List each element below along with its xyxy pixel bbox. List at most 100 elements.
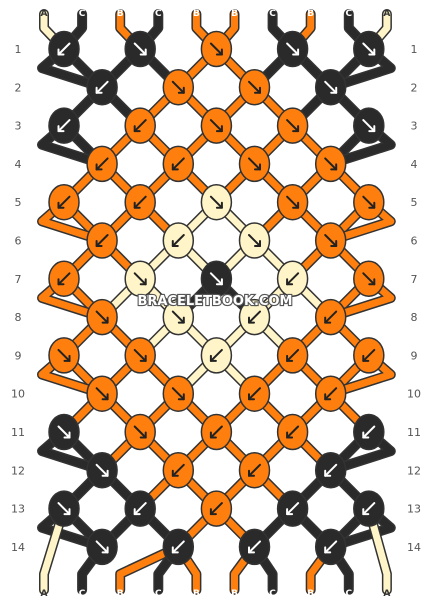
knot	[238, 69, 271, 106]
knot	[276, 490, 309, 527]
bottom-strand-label: B	[193, 589, 200, 599]
knot	[314, 222, 347, 259]
knot-arrowhead-icon	[57, 201, 65, 209]
knot-arrowhead-icon	[177, 393, 185, 401]
knot	[48, 413, 80, 451]
knot-arrow-icon	[133, 425, 147, 439]
knot	[48, 30, 80, 68]
knot-arrowhead-icon	[95, 240, 103, 247]
knot-arrow-icon	[95, 387, 109, 401]
knot	[124, 490, 156, 527]
knot	[314, 375, 347, 412]
knot	[86, 69, 118, 106]
knot-arrowhead-icon	[368, 278, 376, 286]
knot	[276, 260, 309, 298]
knot	[238, 528, 271, 566]
knot-arrow-icon	[324, 234, 338, 247]
knot-arrowhead-icon	[254, 240, 261, 247]
knot-arrow-icon	[286, 195, 300, 209]
knot-arrowhead-icon	[248, 546, 255, 554]
knot	[162, 452, 195, 489]
row-number-left: 11	[11, 426, 25, 439]
row-number-right: 4	[411, 158, 418, 171]
knot	[162, 69, 195, 106]
bottom-strand-label: B	[231, 589, 238, 599]
knot	[314, 298, 347, 336]
knot	[124, 337, 156, 374]
knot-arrowhead-icon	[57, 278, 65, 286]
knot	[200, 490, 233, 527]
knot	[124, 30, 156, 68]
top-strand-label: B	[307, 9, 314, 19]
knot	[162, 528, 195, 566]
knot-arrow-icon	[248, 80, 261, 94]
row-number-left: 2	[15, 81, 22, 94]
row-number-right: 1	[411, 43, 418, 56]
knot	[124, 183, 156, 221]
knot-arrowhead-icon	[292, 201, 300, 209]
top-strand-label: C	[79, 9, 86, 19]
bottom-strand	[40, 505, 68, 594]
knot	[200, 337, 233, 374]
row-number-left: 4	[15, 158, 22, 171]
knot-arrowhead-icon	[324, 469, 332, 477]
knot-arrow-icon	[248, 234, 261, 247]
knot	[200, 107, 233, 144]
knot-arrow-icon	[248, 310, 261, 324]
knot-arrowhead-icon	[139, 354, 147, 362]
knot-arrow-icon	[286, 272, 300, 286]
knot-arrow-icon	[362, 348, 376, 362]
bottom-strand-label: A	[41, 589, 48, 599]
knot-arrow-icon	[286, 119, 300, 133]
knot-arrow-icon	[171, 463, 185, 477]
knot-arrowhead-icon	[362, 431, 370, 439]
knot-arrow-icon	[209, 425, 223, 439]
knot-arrowhead-icon	[101, 316, 109, 324]
knot-arrow-icon	[57, 42, 71, 56]
knot-arrow-icon	[57, 425, 71, 439]
knot	[314, 528, 347, 566]
knot-arrow-icon	[171, 234, 185, 247]
knot	[162, 222, 195, 259]
knot-arrow-icon	[286, 348, 300, 362]
row-number-left: 12	[11, 464, 25, 477]
knot-arrowhead-icon	[171, 469, 179, 477]
knot-arrow-icon	[57, 195, 71, 209]
knot-arrow-icon	[324, 540, 338, 554]
knot-arrowhead-icon	[286, 354, 294, 362]
knot	[276, 107, 309, 144]
knot-arrow-icon	[95, 463, 109, 477]
knot-arrowhead-icon	[101, 393, 109, 401]
knot-arrowhead-icon	[133, 201, 141, 209]
knot-arrow-icon	[57, 272, 71, 286]
knot-arrow-icon	[171, 80, 185, 94]
knot-arrow-icon	[209, 502, 223, 516]
knot	[124, 107, 156, 144]
knot-arrow-icon	[171, 157, 185, 171]
bottom-strand-label: C	[79, 589, 86, 599]
knot-arrow-icon	[209, 348, 223, 362]
knot-arrow-icon	[324, 463, 338, 477]
knot-arrowhead-icon	[177, 86, 185, 94]
knot	[276, 183, 309, 221]
knot-layer	[48, 30, 385, 566]
row-number-right: 9	[411, 349, 418, 362]
knot-arrowhead-icon	[171, 546, 179, 554]
knot-arrow-icon	[248, 540, 261, 554]
row-number-left: 3	[15, 120, 22, 133]
bottom-strand	[365, 505, 391, 594]
bottom-strand	[116, 543, 182, 594]
knot-arrowhead-icon	[286, 431, 294, 439]
knot-arrow-icon	[286, 425, 300, 439]
knot-arrowhead-icon	[215, 48, 223, 56]
knot-arrow-icon	[362, 272, 376, 286]
knot	[48, 107, 80, 144]
bottom-strand-label: C	[345, 589, 352, 599]
knot-arrow-icon	[171, 387, 185, 401]
row-number-right: 5	[411, 196, 418, 209]
knot-arrowhead-icon	[254, 163, 261, 171]
knot-arrow-icon	[209, 119, 223, 133]
knot-arrow-icon	[324, 157, 338, 171]
row-number-right: 6	[411, 235, 418, 248]
